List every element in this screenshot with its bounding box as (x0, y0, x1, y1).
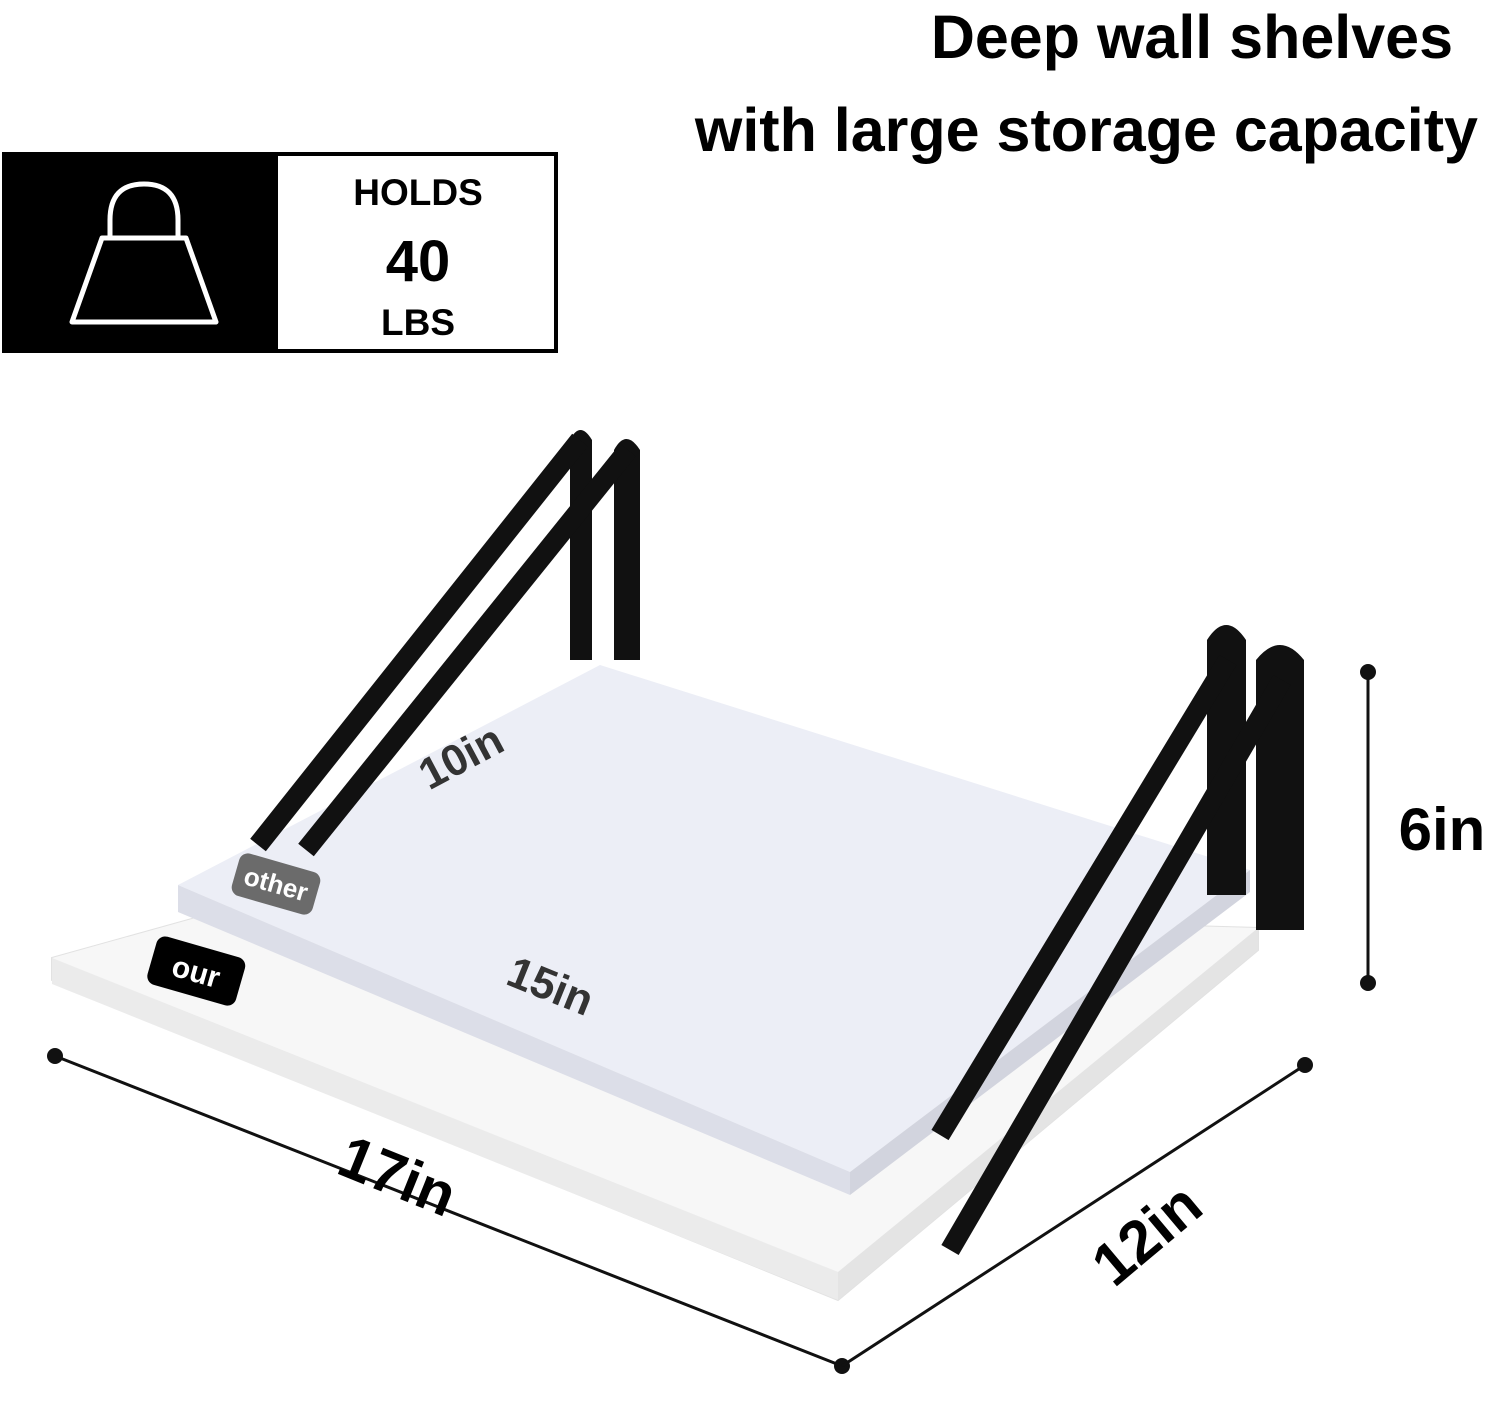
dimension-lines (47, 664, 1376, 1374)
holds-label: HOLDS (353, 172, 483, 213)
our-depth-label: 12in (1079, 1170, 1214, 1298)
right-brackets (931, 625, 1304, 1256)
headline-line-2: with large storage capacity (694, 96, 1478, 164)
badge-icon-panel (6, 156, 278, 349)
headline-line-1: Deep wall shelves (930, 3, 1453, 71)
weight-value: 40 (385, 229, 451, 294)
left-brackets (250, 430, 640, 857)
shopping-bag-icon (69, 181, 219, 325)
weight-capacity-badge: HOLDS 40 LBS (2, 152, 558, 353)
badge-text: HOLDS 40 LBS (278, 156, 558, 349)
weight-unit: LBS (381, 302, 455, 343)
tag-our: our (147, 936, 246, 1006)
height-label: 6in (1399, 796, 1486, 863)
tag-other: other (231, 853, 321, 915)
